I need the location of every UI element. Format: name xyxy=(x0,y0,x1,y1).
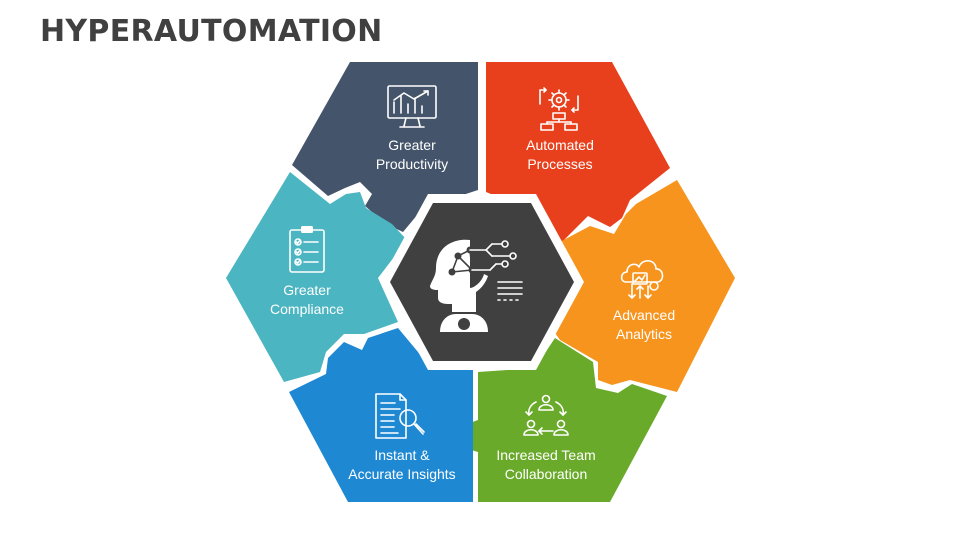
segment-increased-team-collaboration: Increased Team Collaboration xyxy=(456,338,667,502)
segment-increased-team-collaboration-label-line2: Collaboration xyxy=(505,466,588,482)
segment-greater-productivity-shape xyxy=(292,62,478,232)
segment-increased-team-collaboration-label-line1: Increased Team xyxy=(496,447,595,463)
segment-instant-accurate-insights-label-line2: Accurate Insights xyxy=(348,466,455,482)
segment-advanced-analytics: Advanced Analytics xyxy=(546,180,735,392)
segment-greater-compliance-label-line1: Greater xyxy=(283,282,331,298)
team-cycle-icon xyxy=(523,394,569,436)
segment-instant-accurate-insights-label-line1: Instant & xyxy=(374,447,430,463)
page-title: HYPERAUTOMATION xyxy=(40,14,383,49)
segment-advanced-analytics-label-line1: Advanced xyxy=(613,307,675,323)
segment-greater-compliance: Greater Compliance xyxy=(226,172,407,382)
center-hub xyxy=(380,194,584,370)
segment-greater-productivity-label-line2: Productivity xyxy=(376,156,448,172)
segment-greater-compliance-label-line2: Compliance xyxy=(270,301,344,317)
segment-automated-processes-label-line1: Automated xyxy=(526,137,594,153)
monitor-chart-icon xyxy=(387,85,437,128)
document-search-icon xyxy=(375,393,425,439)
gear-flowchart-icon xyxy=(539,87,579,131)
cloud-analytics-icon xyxy=(620,260,664,299)
segment-automated-processes-label-line2: Processes xyxy=(527,156,592,172)
clipboard-checklist-icon xyxy=(289,226,325,273)
segment-instant-accurate-insights: Instant & Accurate Insights xyxy=(289,328,473,502)
segment-greater-productivity: Greater Productivity xyxy=(292,62,478,232)
segment-advanced-analytics-label-line2: Analytics xyxy=(616,326,672,342)
segment-greater-compliance-shape xyxy=(226,172,407,382)
segment-greater-productivity-label-line1: Greater xyxy=(388,137,436,153)
ai-head-network-icon xyxy=(430,239,523,332)
